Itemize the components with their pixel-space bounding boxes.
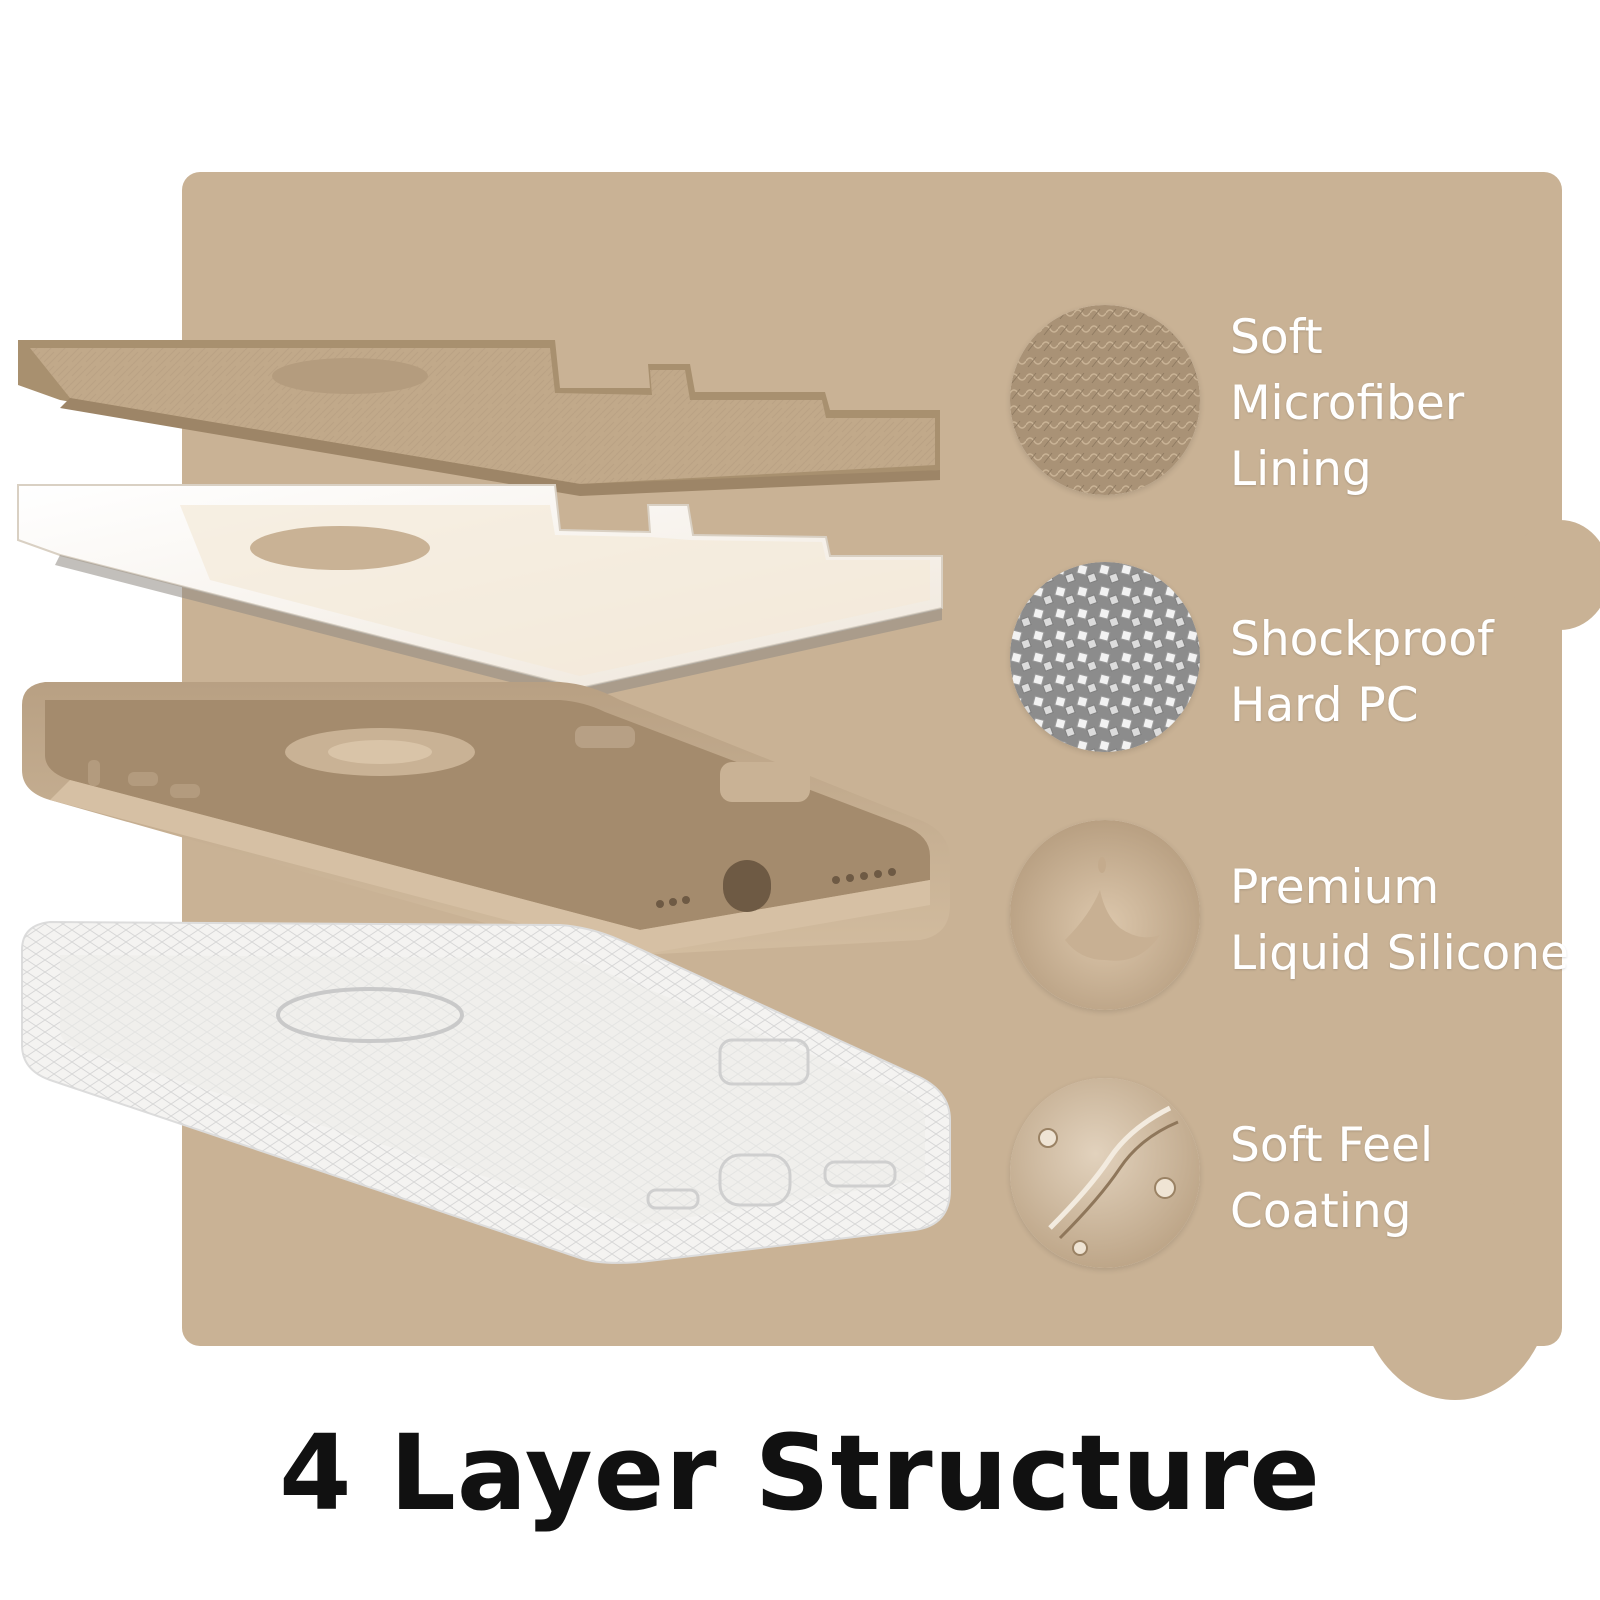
page-title: 4 Layer Structure xyxy=(279,1412,1321,1534)
feature-line: Liquid Silicone xyxy=(1230,926,1570,981)
panel-decoration-right xyxy=(1510,520,1600,630)
clear-coating-layer xyxy=(21,920,951,1264)
feature-line: Shockproof xyxy=(1230,612,1494,667)
microfiber-texture-swatch xyxy=(1010,305,1200,495)
feature-shockproof-hard-pc: Shockproof Hard PC xyxy=(1010,562,1570,762)
feature-label: Soft Microfiber Lining xyxy=(1230,305,1570,503)
feature-line: Lining xyxy=(1230,442,1372,497)
feature-premium-liquid-silicone: Premium Liquid Silicone xyxy=(1010,820,1570,1020)
feature-label: Soft Feel Coating xyxy=(1230,1113,1570,1245)
feature-line: Soft xyxy=(1230,310,1323,365)
feature-line: Premium xyxy=(1230,860,1440,915)
feature-line: Microfiber xyxy=(1230,376,1465,431)
feature-label: Shockproof Hard PC xyxy=(1230,607,1570,739)
feature-soft-microfiber-lining: Soft Microfiber Lining xyxy=(1010,305,1570,505)
feature-label: Premium Liquid Silicone xyxy=(1230,855,1570,987)
panel-decoration-bottom xyxy=(1360,1180,1550,1400)
microfiber-lining-layer xyxy=(18,340,940,496)
molecule-coating-swatch xyxy=(1010,1078,1200,1268)
feature-line: Coating xyxy=(1230,1184,1412,1239)
hard-pc-layer xyxy=(17,484,943,700)
feature-soft-feel-coating: Soft Feel Coating xyxy=(1010,1078,1570,1278)
feature-line: Soft Feel xyxy=(1230,1118,1434,1173)
liquid-silicone-layer xyxy=(22,682,950,956)
feature-line: Hard PC xyxy=(1230,678,1419,733)
liquid-splash-swatch xyxy=(1010,820,1200,1010)
crystal-granules-swatch xyxy=(1010,562,1200,752)
